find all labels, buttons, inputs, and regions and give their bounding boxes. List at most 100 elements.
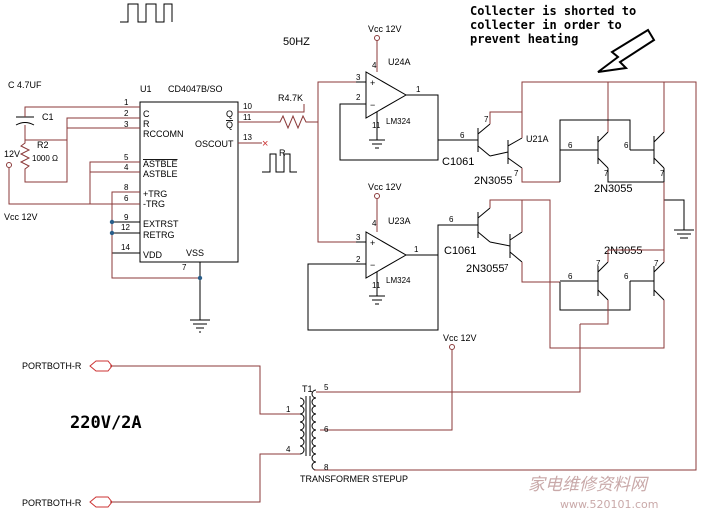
svg-text:2N3055: 2N3055	[604, 245, 643, 257]
port-bottom-icon	[89, 496, 113, 508]
transformer-t1	[299, 389, 317, 471]
svg-text:OSCOUT: OSCOUT	[195, 139, 234, 149]
svg-text:Q: Q	[226, 120, 233, 130]
svg-text:2: 2	[356, 93, 361, 102]
svg-text:1: 1	[286, 405, 291, 414]
r2-value: 1000 Ω	[32, 154, 58, 163]
svg-text:C: C	[143, 109, 150, 119]
svg-text:U24A: U24A	[388, 57, 411, 67]
svg-text:ASTBLE: ASTBLE	[143, 159, 178, 169]
svg-text:11: 11	[243, 113, 252, 122]
svg-text:7: 7	[484, 115, 489, 124]
ground-icon	[369, 139, 385, 149]
r2-ref: R2	[37, 140, 49, 150]
svg-text:5: 5	[324, 383, 329, 392]
svg-text:4: 4	[124, 163, 129, 172]
port-top-icon	[89, 360, 113, 372]
svg-text:6: 6	[460, 131, 465, 140]
svg-text:VSS: VSS	[186, 248, 204, 258]
transistor-c1061-bot	[466, 207, 523, 263]
svg-text:4: 4	[372, 61, 377, 70]
ic-u1-body	[139, 101, 239, 263]
svg-text:14: 14	[121, 243, 130, 252]
freq-label: 50HZ	[283, 36, 310, 48]
svg-text:6: 6	[568, 272, 573, 281]
r47k-label: R4.7K	[278, 93, 303, 103]
svg-text:2N3055: 2N3055	[594, 183, 633, 195]
note-line-3: prevent heating	[470, 32, 578, 46]
supply-label: 220V/2A	[70, 413, 142, 433]
svg-text:1: 1	[124, 98, 129, 107]
pulse-icon	[262, 153, 297, 173]
svg-text:7: 7	[660, 169, 665, 178]
cap-name: C 4.7UF	[8, 80, 42, 90]
svg-text:7: 7	[182, 263, 187, 272]
svg-text:6: 6	[124, 194, 129, 203]
svg-text:6: 6	[449, 215, 454, 224]
ground-icon	[674, 229, 694, 239]
svg-text:7: 7	[514, 169, 519, 178]
svg-text:4: 4	[372, 219, 377, 228]
svg-text:8: 8	[124, 183, 129, 192]
opamp-u24a	[365, 71, 408, 119]
svg-text:T1: T1	[302, 384, 313, 394]
port-top-label: PORTBOTH-R	[22, 361, 82, 371]
svg-text:6: 6	[624, 141, 629, 150]
transistor-c1061-top	[466, 123, 523, 169]
svg-text:Vcc 12V: Vcc 12V	[368, 182, 402, 192]
svg-text:7: 7	[654, 259, 659, 268]
svg-text:12: 12	[121, 223, 130, 232]
svg-text:13: 13	[243, 133, 252, 142]
ground-icon	[369, 295, 385, 305]
svg-text:8: 8	[324, 463, 329, 472]
svg-text:3: 3	[124, 120, 129, 129]
svg-text:Vcc 12V: Vcc 12V	[368, 24, 402, 34]
svg-text:LM324: LM324	[386, 276, 411, 285]
svg-text:3: 3	[356, 233, 361, 242]
svg-text:4: 4	[286, 445, 291, 454]
arrow-icon	[597, 28, 656, 73]
svg-text:11: 11	[372, 121, 381, 130]
svg-text:9: 9	[124, 213, 129, 222]
svg-text:1: 1	[414, 245, 419, 254]
svg-text:-TRG: -TRG	[143, 199, 165, 209]
svg-text:Q: Q	[226, 109, 233, 119]
svg-text:Vcc 12V: Vcc 12V	[443, 333, 477, 343]
svg-text:7: 7	[596, 259, 601, 268]
svg-text:−: −	[370, 260, 375, 270]
svg-text:U21A: U21A	[526, 134, 549, 144]
svg-text:2N3055: 2N3055	[474, 175, 513, 187]
svg-text:6: 6	[568, 141, 573, 150]
ground-icon	[190, 319, 210, 333]
svg-text:6: 6	[324, 425, 329, 434]
cap-ref: C1	[42, 112, 54, 122]
svg-text:+: +	[370, 78, 375, 88]
watermark-cn: 家电维修资料网	[528, 475, 649, 495]
note-line-1: Collecter is shorted to	[470, 4, 636, 18]
svg-text:+TRG: +TRG	[143, 189, 167, 199]
svg-text:VDD: VDD	[143, 250, 163, 260]
svg-text:1: 1	[416, 85, 421, 94]
square-wave-icon	[120, 3, 173, 23]
svg-text:LM324: LM324	[386, 117, 411, 126]
note-line-2: collecter in order to	[470, 18, 622, 32]
svg-text:2: 2	[356, 255, 361, 264]
svg-text:RETRG: RETRG	[143, 230, 175, 240]
svg-text:EXTRST: EXTRST	[143, 219, 179, 229]
svg-text:10: 10	[243, 102, 252, 111]
svg-text:TRANSFORMER STEPUP: TRANSFORMER STEPUP	[300, 474, 408, 484]
svg-text:7: 7	[504, 263, 509, 272]
svg-text:U23A: U23A	[388, 216, 411, 226]
transistor-2n3055-b	[574, 261, 665, 301]
u1-part: CD4047B/SO	[168, 84, 223, 94]
svg-text:2: 2	[124, 109, 129, 118]
svg-text:2N3055: 2N3055	[466, 263, 505, 275]
svg-text:C1061: C1061	[442, 156, 474, 168]
svg-text:11: 11	[372, 281, 381, 290]
opamp-u23a	[365, 231, 408, 279]
watermark-url: www.520101.com	[560, 498, 658, 511]
port-bottom-label: PORTBOTH-R	[22, 498, 82, 508]
svg-text:ASTBLE: ASTBLE	[143, 169, 178, 179]
svg-text:3: 3	[356, 73, 361, 82]
